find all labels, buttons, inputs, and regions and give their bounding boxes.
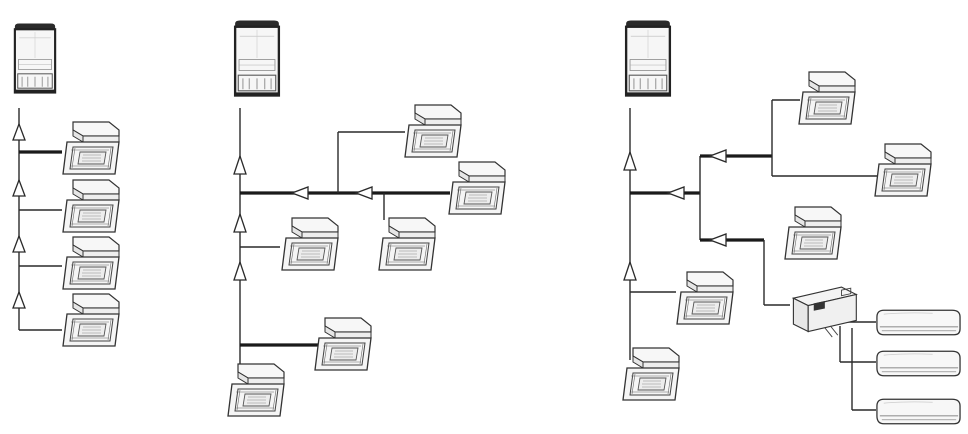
cassette-unit-icon [404, 104, 462, 158]
branch-joints [12, 122, 26, 309]
distribution-box-icon [792, 286, 857, 338]
branch-joint-icon [233, 259, 247, 281]
cassette-unit-icon [314, 317, 372, 371]
branch-joint-icon [623, 259, 637, 281]
cassette-unit-icon [784, 206, 842, 260]
cassette-unit-icon [62, 236, 120, 290]
outdoor-unit-icon [233, 18, 281, 98]
cassette-unit-icon [62, 179, 120, 233]
piping-lines [18, 108, 62, 331]
branch-joint-icon [290, 186, 309, 200]
piping-lines [239, 108, 450, 370]
branch-joint-icon [233, 211, 247, 233]
branch-joint-icon [12, 290, 26, 309]
layout-line-branch [12, 21, 120, 347]
branch-joint-icon [354, 186, 373, 200]
branch-joints [623, 149, 727, 281]
cassette-unit-icon [62, 121, 120, 175]
cassette-unit-icon [448, 161, 506, 215]
cassette-unit-icon [622, 347, 680, 401]
branch-joint-icon [666, 186, 685, 200]
cassette-unit-icon [62, 293, 120, 347]
layout-line-and-header-branch [227, 18, 506, 417]
branch-joint-icon [623, 149, 637, 171]
branch-joint-icon [12, 234, 26, 253]
wall-unit-icon [876, 350, 961, 377]
cassette-unit-icon [281, 217, 339, 271]
layout-multi-level-branch [622, 18, 961, 425]
branch-joint-icon [12, 178, 26, 197]
cassette-unit-icon [227, 363, 285, 417]
branch-joints [233, 153, 373, 281]
wall-unit-icon [876, 398, 961, 425]
cassette-unit-icon [798, 71, 856, 125]
outdoor-unit-icon [13, 21, 57, 95]
branch-joint-icon [708, 149, 727, 163]
branch-joint-icon [12, 122, 26, 141]
cassette-unit-icon [874, 143, 932, 197]
cassette-unit-icon [676, 271, 734, 325]
wall-unit-icon [876, 309, 961, 336]
branch-joint-icon [233, 153, 247, 175]
outdoor-unit-icon [624, 18, 672, 98]
cassette-unit-icon [378, 217, 436, 271]
branch-joint-icon [708, 233, 727, 247]
